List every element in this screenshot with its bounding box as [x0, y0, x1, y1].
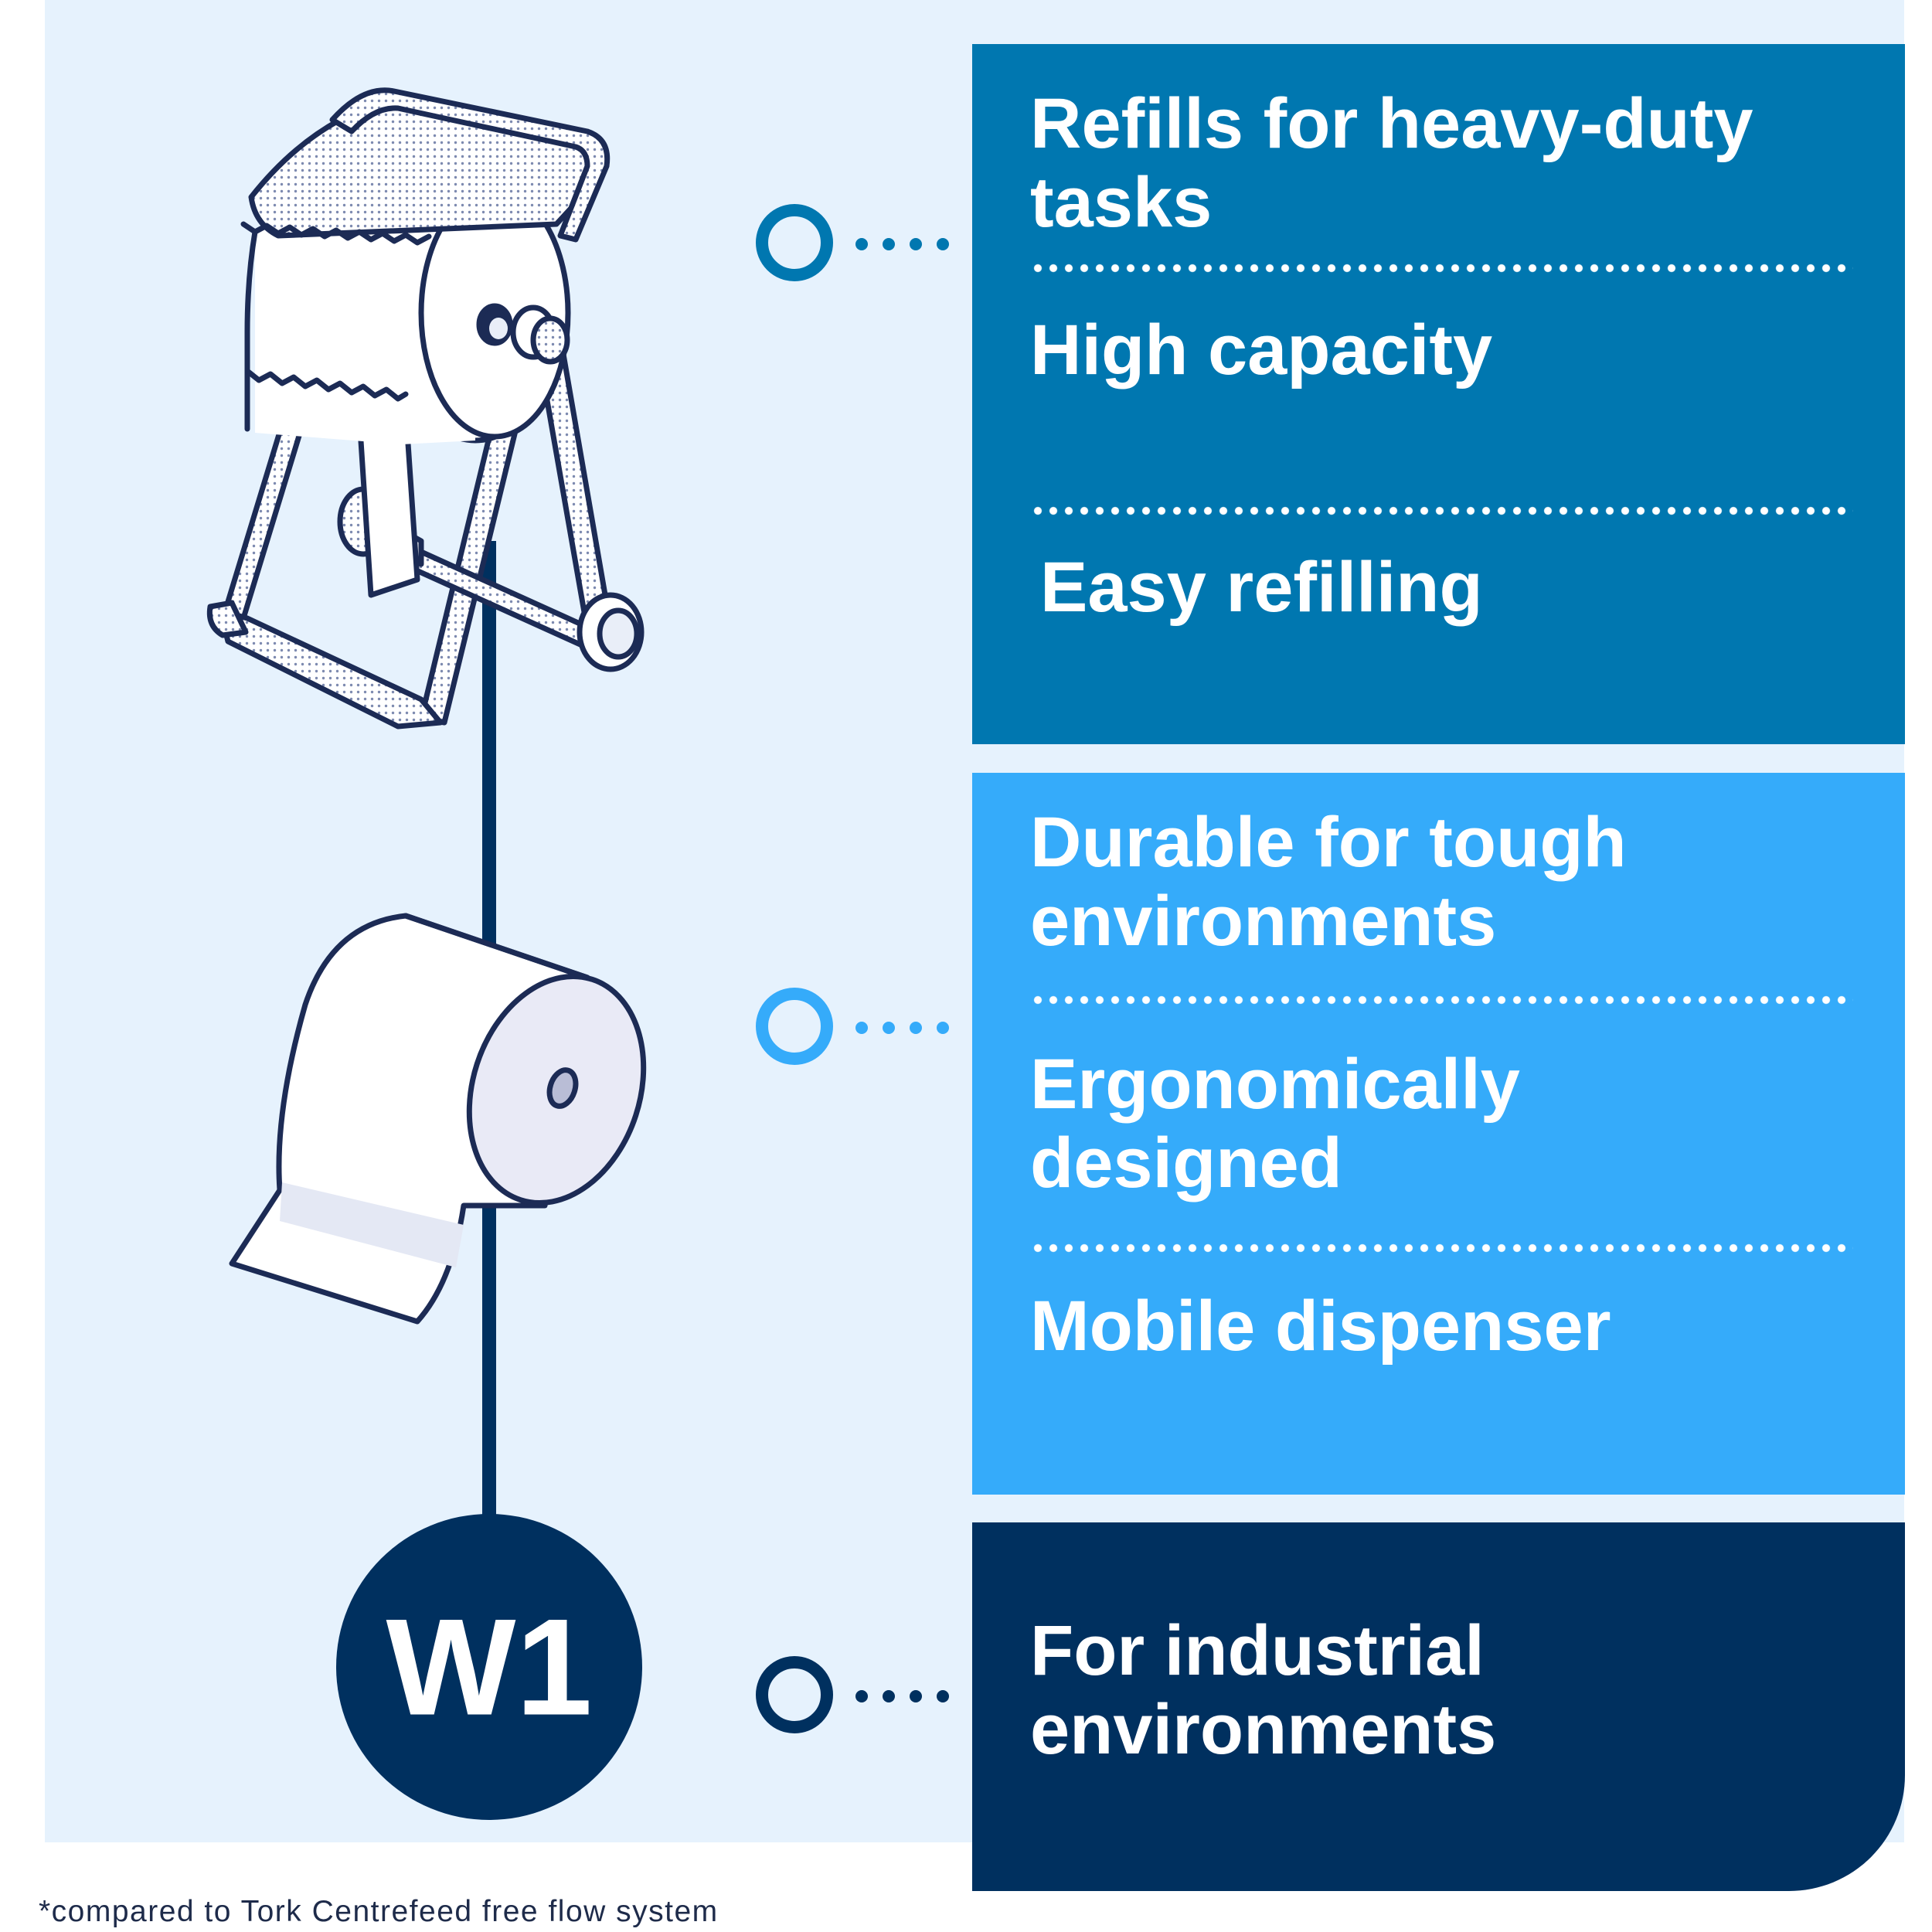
feature-ergonomic: Ergonomically designed	[1030, 1045, 1520, 1202]
dotted-divider	[1030, 263, 1853, 274]
dotted-divider	[1030, 1243, 1853, 1253]
connector-marker-2	[756, 988, 949, 1065]
connector-marker-1	[756, 204, 949, 281]
feature-group-2: Durable for tough environments Ergonomic…	[972, 773, 1905, 1495]
dotted-divider	[1030, 505, 1853, 516]
feature-easy-refilling: Easy refilling	[1040, 548, 1483, 627]
feature-group-3: For industrial environments	[972, 1522, 1905, 1891]
feature-high-capacity: High capacity	[1030, 311, 1493, 389]
feature-group-1: Refills for heavy-duty tasks High capaci…	[972, 44, 1905, 744]
connector-marker-3	[756, 1656, 949, 1733]
feature-durable: Durable for tough environments	[1030, 803, 1627, 961]
illustration-area: W1	[206, 87, 949, 1820]
w1-badge: W1	[336, 1514, 642, 1820]
floor-stand-dispenser-icon	[206, 87, 645, 730]
feature-industrial: For industrial environments	[1030, 1611, 1497, 1769]
footnote: *compared to Tork Centrefeed free flow s…	[39, 1895, 719, 1928]
feature-heavy-duty: Refills for heavy-duty tasks	[1030, 84, 1753, 242]
dotted-divider	[1030, 995, 1853, 1005]
feature-mobile-dispenser: Mobile dispenser	[1030, 1287, 1611, 1366]
w1-badge-label: W1	[386, 1590, 593, 1744]
paper-roll-icon	[229, 913, 647, 1325]
